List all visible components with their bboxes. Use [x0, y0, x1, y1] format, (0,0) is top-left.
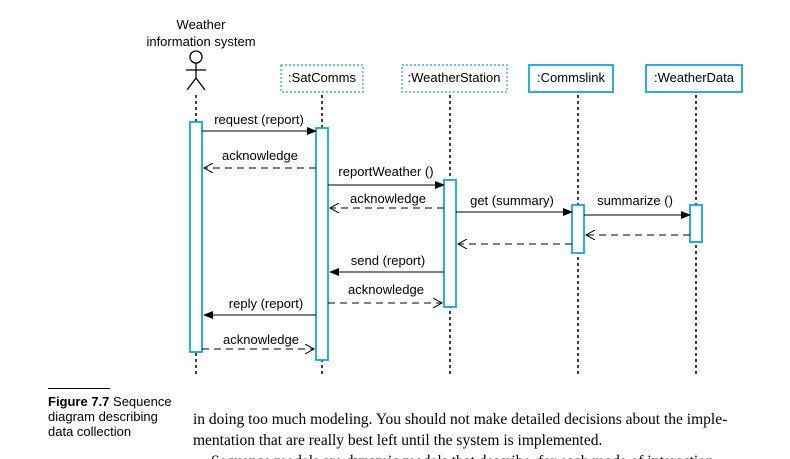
activations [189, 121, 703, 361]
actor-label-line1: Weather [177, 17, 227, 32]
object-satcomms: :SatComms [280, 64, 364, 93]
activation-satcomms [315, 127, 329, 361]
message-label-summarize: summarize () [597, 193, 673, 208]
object-label-commslink: :Commslink [537, 70, 605, 85]
figure-caption-text: Sequence diagram describing data collect… [48, 394, 172, 439]
message-label-reply-report: reply (report) [229, 296, 303, 311]
message-label-request-report: request (report) [214, 112, 304, 127]
object-weatherdata: :WeatherData [645, 64, 743, 93]
message-label-get-summary: get (summary) [470, 193, 554, 208]
object-commslink: :Commslink [528, 64, 614, 93]
message-label-acknowledge-2: acknowledge [350, 191, 426, 206]
message-label-send-report: send (report) [351, 253, 425, 268]
body-line-2: mentation that are really best left unti… [193, 432, 603, 449]
actor-stick-figure-icon [186, 50, 206, 91]
message-label-acknowledge-1: acknowledge [222, 148, 298, 163]
body-line-1: in doing too much modeling. You should n… [193, 411, 728, 428]
object-label-satcomms: :SatComms [288, 70, 356, 85]
activation-weatherstation [443, 179, 457, 308]
body-line-3: Sequence models are dynamic models that … [193, 451, 753, 459]
activation-weatherdata [689, 204, 703, 243]
figure-number: Figure 7.7 [48, 394, 110, 409]
body-text: in doing too much modeling. You should n… [193, 409, 753, 459]
message-label-acknowledge-4: acknowledge [223, 332, 299, 347]
message-label-report-weather: reportWeather () [338, 164, 433, 179]
object-label-weatherdata: :WeatherData [654, 70, 735, 85]
activation-actor [189, 121, 203, 353]
caption-rule [48, 388, 110, 389]
message-label-acknowledge-3: acknowledge [348, 282, 424, 297]
object-label-weatherstation: :WeatherStation [408, 70, 501, 85]
actor-label-line2: information system [146, 34, 255, 49]
object-weatherstation: :WeatherStation [401, 64, 508, 93]
figure-caption: Figure 7.7 Sequence diagram describing d… [48, 394, 183, 439]
activation-commslink [571, 204, 585, 254]
